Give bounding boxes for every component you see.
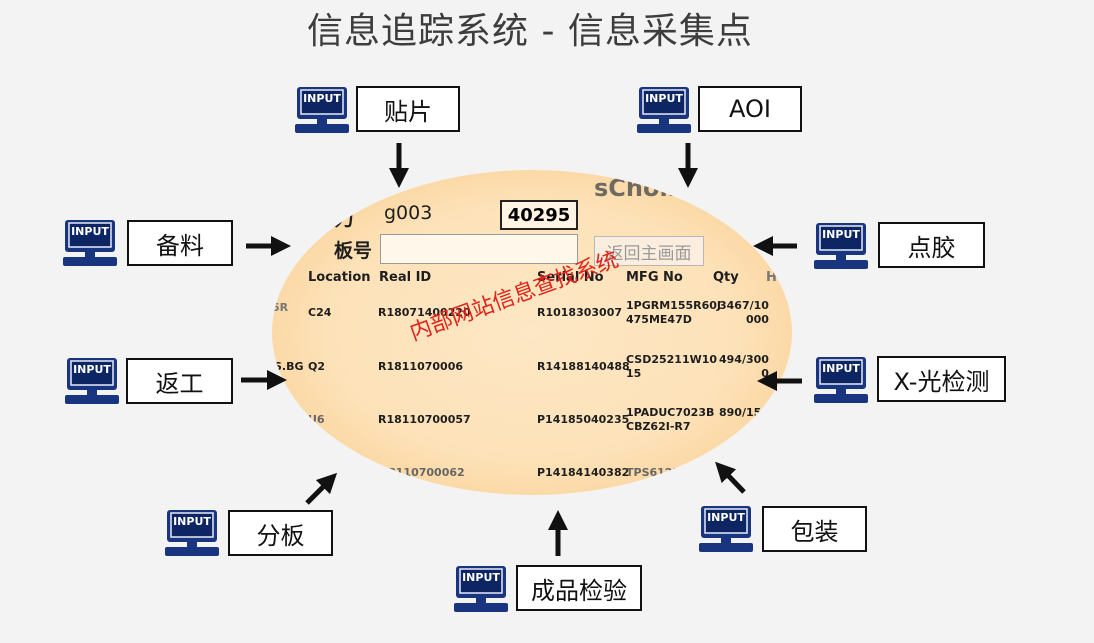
station-label: X-光检测 [877,356,1006,402]
cell-mfg-no: 1PGRM155R60J 475ME47D [626,299,721,326]
pc-input-label: INPUT [71,225,109,238]
station-label: 成品检验 [516,565,642,611]
station-depanel: INPUT 分板 [164,509,334,557]
board-number-input[interactable] [380,234,578,264]
pc-input-label: INPUT [303,92,341,105]
column-header: Qty [713,270,739,285]
preview-screen-content: sCholl 力 g003 40295 板号 返回主画面 Location Re… [272,170,792,495]
station-rework: INPUT 返工 [64,357,234,405]
diagram-title: 信息追踪系统 - 信息采集点 [307,11,753,52]
cell-qty: 494/300 0 [719,353,769,380]
cell-qty: 890/150 [719,406,769,419]
cell-location: Q2 [308,360,326,373]
station-final-inspection: INPUT 成品检验 [453,565,643,613]
station-label: 备料 [127,220,233,266]
pc-input-label: INPUT [173,515,211,528]
column-header: Location [308,270,371,285]
station-label: 包装 [762,506,867,552]
cell-real-id: R18110700062 [372,466,465,479]
pc-input-label: INPUT [822,362,860,375]
cell-mfg-no: TPS6125 [626,466,681,479]
station-label: 点胶 [878,222,985,268]
station-aoi: INPUT AOI [636,86,804,134]
station-xray: INPUT X-光检测 [813,356,1007,404]
code-number-box: 40295 [500,200,578,230]
pc-input-label: INPUT [822,228,860,241]
pc-input-label: INPUT [707,511,745,524]
cell-serial-no: R14188140488 [537,360,630,373]
pc-input-label: INPUT [462,571,500,584]
cell-serial-no: P14185040235 [537,413,630,426]
field-value: g003 [384,202,433,224]
field-label-partial: 力 [334,206,354,230]
station-dispense: INPUT 点胶 [813,222,985,270]
pc-input-label: INPUT [645,92,683,105]
station-label: 分板 [228,510,333,556]
station-label: 贴片 [356,86,460,132]
column-header: Real ID [379,270,432,285]
cell-real-id: R1811070006 [378,360,464,373]
column-header: MFG No [626,270,683,285]
brand-fragment: sCholl [594,174,676,202]
cell-location: U6 [308,413,325,426]
station-package: INPUT 包装 [698,505,868,553]
row-left-fragment: 5R [272,301,289,314]
cell-serial-no: P14184140382 [537,466,630,479]
cell-real-id: R18110700057 [378,413,471,426]
back-to-main-button[interactable]: 返回主画面 [594,236,704,266]
cell-mfg-no: 1PADUC7023B CBZ62I-R7 [626,406,715,433]
column-header: Serial No [537,270,604,285]
pc-input-label: INPUT [73,363,111,376]
cell-qty: 3467/10 000 [719,299,769,326]
station-material: INPUT 备料 [62,219,234,267]
cell-location: C24 [308,306,332,319]
board-label: 板号 [334,240,373,262]
station-smt: INPUT 贴片 [294,86,462,134]
column-header: H [766,270,777,285]
cell-serial-no: R1018303007 [537,306,623,319]
row-left-fragment: S.BG [274,360,304,373]
station-label: 返工 [126,358,233,404]
cell-real-id: R18071400220 [378,306,471,319]
cell-mfg-no: CSD25211W10 15 [626,353,718,380]
station-label: AOI [698,86,802,132]
system-screen-preview: sCholl 力 g003 40295 板号 返回主画面 Location Re… [272,170,792,495]
